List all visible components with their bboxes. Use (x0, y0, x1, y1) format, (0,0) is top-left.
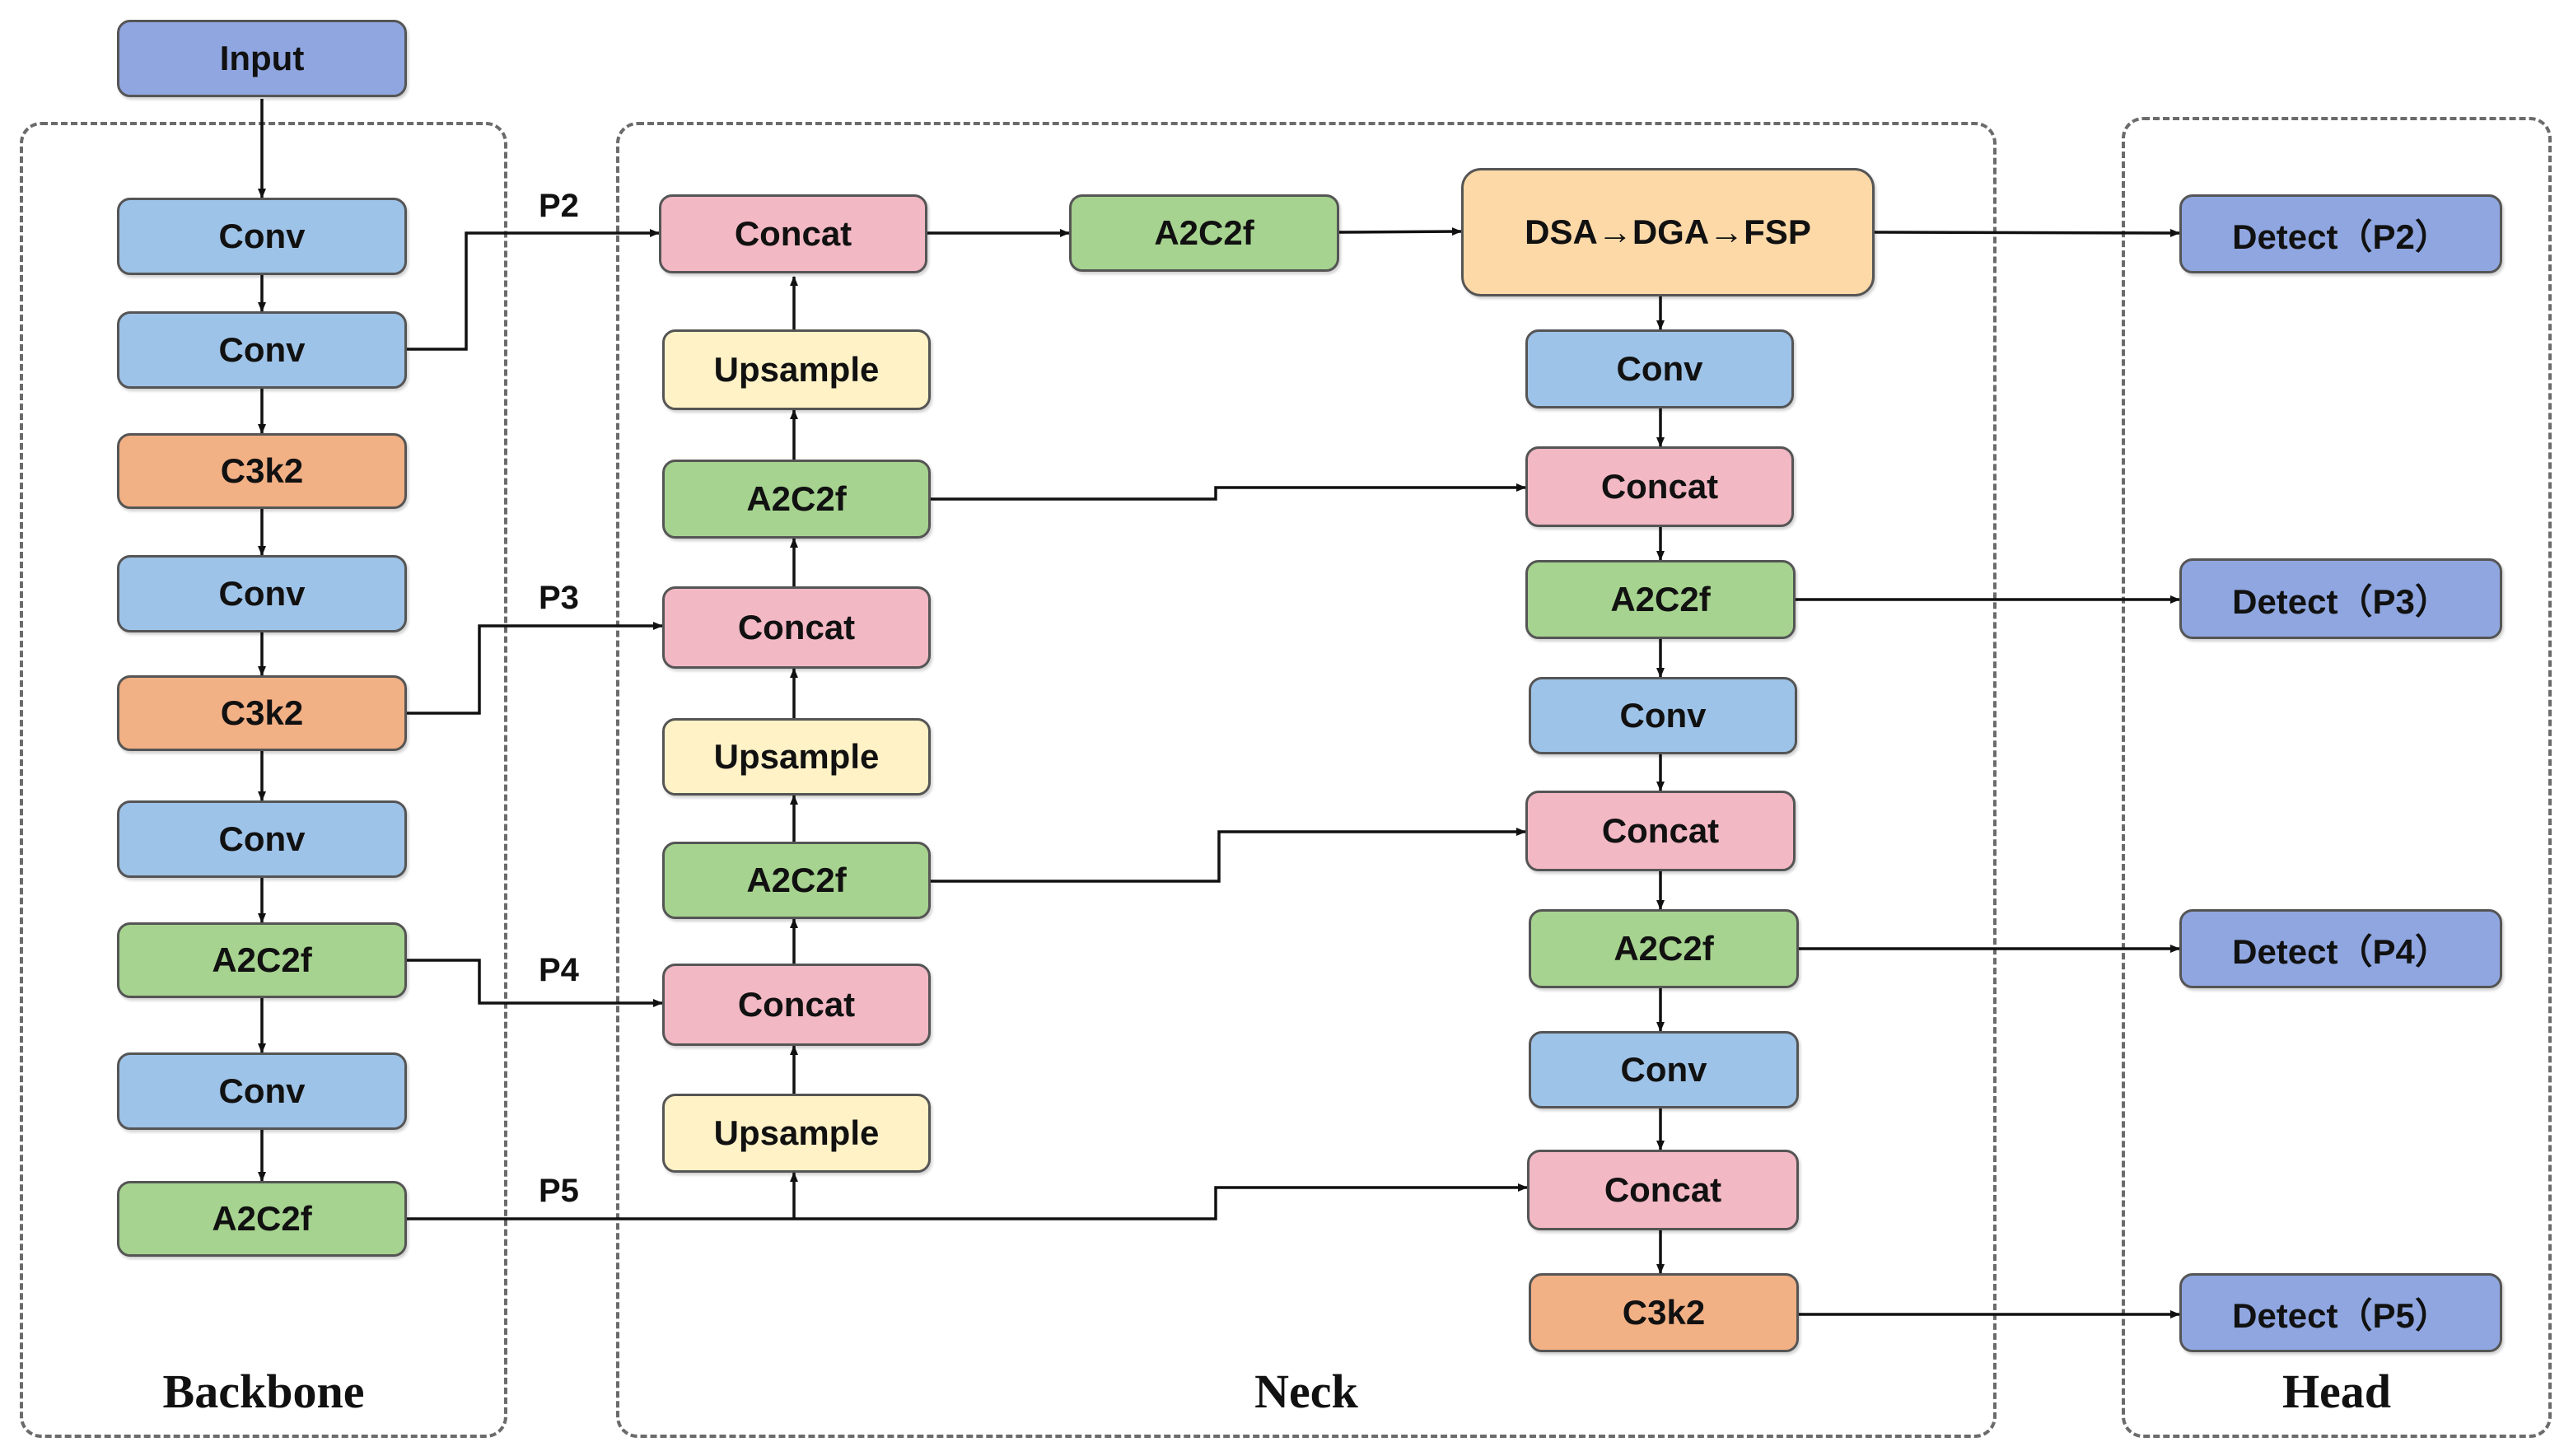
input-block: Input (117, 20, 407, 97)
backbone-conv-4: Conv (117, 800, 407, 878)
edge-fusion-detectp2 (1874, 228, 2180, 237)
backbone-panel (20, 122, 507, 1438)
backbone-conv-2: Conv (117, 311, 407, 389)
neck-upsample-1: Upsample (662, 329, 931, 410)
label-p4: P4 (539, 952, 579, 988)
edge-p5 (407, 1183, 1528, 1220)
detect-p3: Detect（P3） (2179, 558, 2502, 639)
edge-a2c2f1-concatr1 (931, 483, 1526, 501)
neck-c3k2: C3k2 (1529, 1273, 1799, 1352)
label-p5: P5 (539, 1173, 579, 1209)
neck-upsample-2: Upsample (662, 718, 931, 796)
neck-concat-r3: Concat (1527, 1150, 1799, 1230)
fusion-block: DSA→DGA→FSP (1461, 168, 1875, 296)
backbone-conv-5: Conv (117, 1052, 407, 1130)
neck-a2c2f-r2: A2C2f (1529, 909, 1799, 988)
neck-concat-r2: Concat (1525, 791, 1796, 871)
neck-conv-r1: Conv (1525, 329, 1794, 408)
neck-panel (616, 122, 1997, 1438)
neck-title: Neck (1254, 1365, 1358, 1418)
neck-conv-r3: Conv (1529, 1031, 1799, 1108)
neck-concat-r1: Concat (1525, 446, 1794, 527)
backbone-conv-1: Conv (117, 198, 407, 275)
neck-a2c2f-1: A2C2f (662, 460, 931, 539)
edge-p3 (407, 622, 663, 715)
neck-concat-top: Concat (659, 194, 927, 273)
backbone-a2c2f-1: A2C2f (117, 922, 407, 998)
edge-p4 (407, 959, 663, 1007)
neck-concat-2: Concat (662, 586, 931, 669)
edge-a2c2f2-concatr2 (931, 828, 1526, 883)
detect-p5: Detect（P5） (2179, 1273, 2502, 1352)
neck-a2c2f-top: A2C2f (1069, 194, 1339, 272)
backbone-title: Backbone (162, 1365, 365, 1418)
label-p2: P2 (539, 188, 579, 224)
backbone-c3k2-2: C3k2 (117, 675, 407, 751)
neck-concat-3: Concat (662, 964, 931, 1046)
detect-p4: Detect（P4） (2179, 909, 2502, 988)
neck-a2c2f-r1: A2C2f (1525, 560, 1796, 639)
label-p3: P3 (539, 580, 579, 616)
neck-upsample-3: Upsample (662, 1094, 931, 1173)
edge-p2 (407, 229, 660, 351)
head-title: Head (2281, 1365, 2392, 1418)
neck-a2c2f-2: A2C2f (662, 842, 931, 919)
head-panel (2122, 117, 2552, 1438)
backbone-a2c2f-2: A2C2f (117, 1181, 407, 1257)
backbone-c3k2-1: C3k2 (117, 433, 407, 509)
neck-conv-r2: Conv (1529, 677, 1797, 754)
edge-a2c2ftop-fusion (1338, 227, 1462, 236)
detect-p2: Detect（P2） (2179, 194, 2502, 273)
backbone-conv-3: Conv (117, 555, 407, 632)
